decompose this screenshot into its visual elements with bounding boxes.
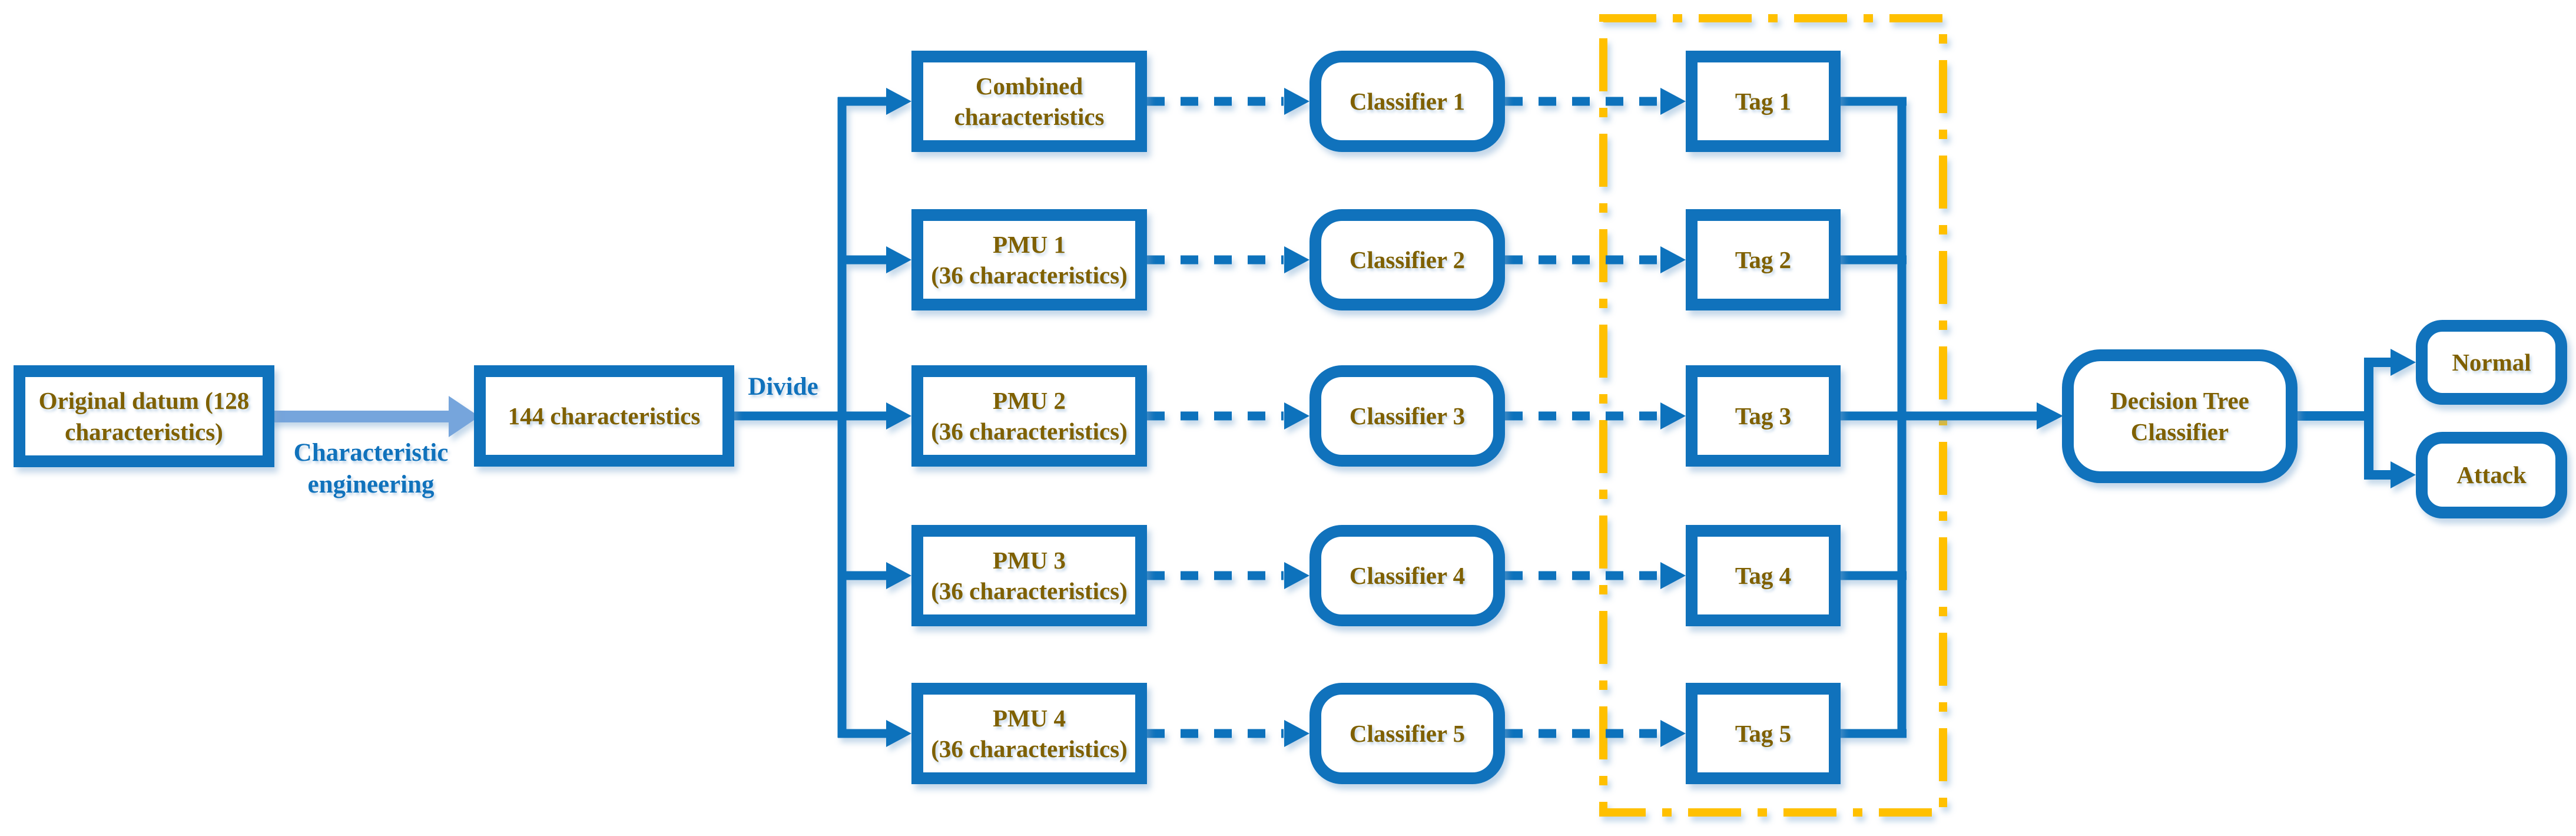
node-tag-5: Tag 5 [1686,683,1841,784]
normal-branch-arrowhead [2391,349,2416,376]
node-tag-3: Tag 3 [1686,365,1841,467]
source-to-classifier-arrowhead-3 [1284,402,1309,429]
node-144-characteristics: 144 characteristics [474,365,734,467]
source-to-classifier-arrowhead-5 [1284,720,1309,747]
node-source-pmu-1: PMU 1 (36 characteristics) [911,209,1147,310]
classifier-to-tag-arrowhead-3 [1660,402,1686,429]
characteristic-engineering-arrow [268,396,479,437]
attack-branch-arrowhead [2391,461,2416,488]
divide-arrowhead-4 [886,562,911,589]
node-source-combined: Combined characteristics [911,51,1147,152]
classifier-to-tag-arrowhead-5 [1660,720,1686,747]
divide-arrowhead-3 [886,402,911,429]
divide-arrowhead-1 [886,88,911,115]
node-classifier-4: Classifier 4 [1309,525,1505,626]
node-classifier-1: Classifier 1 [1309,51,1505,152]
node-source-pmu-4: PMU 4 (36 characteristics) [911,683,1147,784]
node-classifier-3: Classifier 3 [1309,365,1505,467]
node-source-pmu-2: PMU 2 (36 characteristics) [911,365,1147,467]
node-classifier-2: Classifier 2 [1309,209,1505,310]
node-classifier-5: Classifier 5 [1309,683,1505,784]
classifier-to-tag-arrowhead-2 [1660,246,1686,273]
node-tag-1: Tag 1 [1686,51,1841,152]
node-tag-2: Tag 2 [1686,209,1841,310]
node-original-datum: Original datum (128 characteristics) [14,365,274,467]
divide-arrowhead-5 [886,720,911,747]
label-characteristic-engineering: Characteristic engineering [293,439,449,498]
source-to-classifier-arrowhead-2 [1284,246,1309,273]
classifier-to-tag-arrowhead-1 [1660,88,1686,115]
label-divide: Divide [748,373,818,401]
node-normal: Normal [2416,320,2567,405]
divide-arrowhead-2 [886,246,911,273]
node-decision-tree-classifier: Decision Tree Classifier [2062,349,2297,483]
node-tag-4: Tag 4 [1686,525,1841,626]
source-to-classifier-arrowhead-4 [1284,562,1309,589]
node-source-pmu-3: PMU 3 (36 characteristics) [911,525,1147,626]
node-attack: Attack [2416,432,2567,518]
source-to-classifier-arrowhead-1 [1284,88,1309,115]
ensemble-region-outline [1599,14,1947,817]
collector-to-decision-tree-arrowhead [2037,402,2063,429]
classifier-to-tag-arrowhead-4 [1660,562,1686,589]
